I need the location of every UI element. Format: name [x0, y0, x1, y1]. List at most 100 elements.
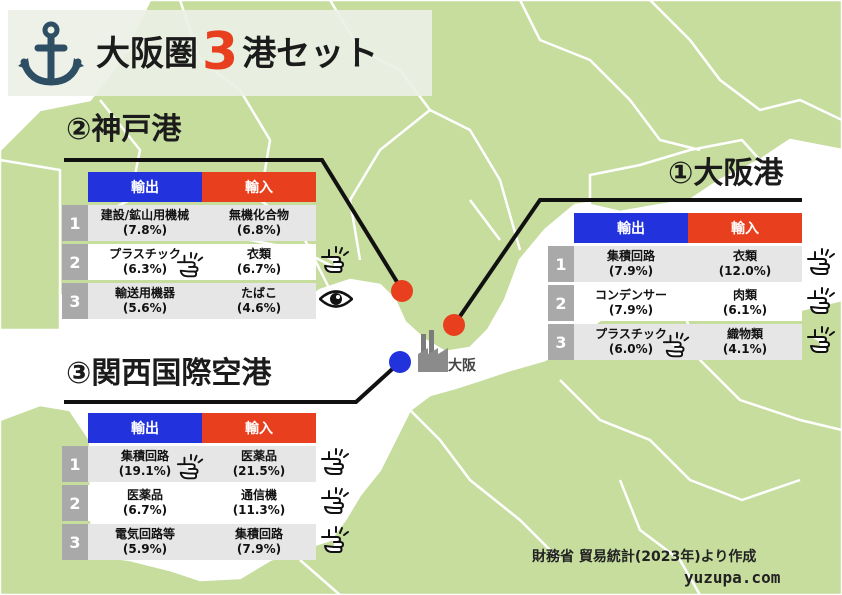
kobe-trade-table: 輸出 輸入 1 建設/鉱山用機械(7.8%) 無機化合物(6.8%) 2 プラス…	[62, 169, 356, 322]
export-cell: 集積回路(7.9%)	[574, 246, 688, 282]
rank-cell: 2	[62, 485, 88, 521]
export-share: (6.7%)	[122, 503, 168, 517]
import-share: (6.8%)	[236, 223, 282, 237]
import-cell: 集積回路(7.9%)	[202, 524, 316, 560]
export-cell: 輸送用機器(5.6%)	[88, 283, 202, 319]
pointing-hand-icon	[320, 485, 352, 517]
title-number: 3	[202, 22, 239, 82]
export-share: (7.9%)	[608, 264, 654, 278]
table-row: 2 プラスチック(6.3%) 衣類(6.7%)	[62, 244, 356, 280]
table-row: 3 プラスチック(6.0%) 織物類(4.1%)	[548, 324, 842, 360]
kansai-marker	[389, 351, 411, 373]
export-cell: プラスチック(6.0%)	[574, 324, 690, 360]
import-share: (11.3%)	[232, 503, 286, 517]
kobe-connector	[64, 158, 404, 292]
export-header: 輸出	[88, 172, 202, 202]
kobe-marker	[391, 280, 413, 302]
export-share: (7.9%)	[608, 303, 654, 317]
pointing-hand-icon	[806, 324, 838, 356]
import-share: (6.1%)	[722, 303, 768, 317]
import-item: 織物類	[726, 327, 763, 341]
import-share: (6.7%)	[236, 262, 282, 276]
rank-cell: 3	[62, 283, 88, 319]
export-cell: 建設/鉱山用機械(7.8%)	[88, 205, 202, 241]
pointing-hand-icon	[806, 246, 838, 278]
import-share: (4.6%)	[236, 301, 282, 315]
anchor-icon	[18, 21, 84, 86]
export-cell: 電気回路等(5.9%)	[88, 524, 202, 560]
export-item: プラスチック	[109, 247, 181, 261]
rank-cell: 2	[548, 285, 574, 321]
export-item: 医薬品	[126, 488, 163, 502]
export-item: 電気回路等	[114, 527, 175, 541]
import-item: 衣類	[732, 249, 757, 263]
export-header: 輸出	[88, 413, 202, 443]
source-credit: 財務省 貿易統計(2023年)より作成	[532, 549, 757, 565]
rank-cell: 3	[62, 524, 88, 560]
import-cell: 衣類(6.7%)	[202, 244, 316, 280]
import-cell: 織物類(4.1%)	[688, 324, 802, 360]
rank-cell: 1	[62, 205, 88, 241]
rank-cell: 2	[62, 244, 88, 280]
pointing-hand-icon	[806, 285, 838, 317]
factory-icon	[418, 330, 448, 372]
export-share: (7.8%)	[122, 223, 168, 237]
import-cell: 通信機(11.3%)	[202, 485, 316, 521]
osaka-port-title: ①大阪港	[668, 156, 784, 191]
export-item: コンデンサー	[594, 288, 667, 302]
table-header-row: 輸出 輸入	[62, 172, 356, 202]
pointing-hand-icon	[320, 446, 352, 478]
import-header: 輸入	[688, 213, 802, 243]
import-item: 医薬品	[240, 449, 277, 463]
title-suffix: 港セット	[242, 34, 379, 74]
pointing-hand-icon	[176, 250, 206, 280]
table-row: 1 集積回路(7.9%) 衣類(12.0%)	[548, 246, 842, 282]
import-item: 肉類	[732, 288, 757, 302]
title-banner	[8, 10, 432, 96]
table-row: 1 建設/鉱山用機械(7.8%) 無機化合物(6.8%)	[62, 205, 356, 241]
kobe-port-title: ②神戸港	[66, 112, 182, 147]
title-prefix: 大阪圏	[96, 34, 198, 74]
pointing-hand-icon	[176, 452, 206, 482]
import-item: 無機化合物	[228, 208, 289, 222]
export-cell: 集積回路(19.1%)	[88, 446, 204, 482]
export-cell: コンデンサー(7.9%)	[574, 285, 688, 321]
import-share: (4.1%)	[722, 342, 768, 356]
kansai-port-title: ③関西国際空港	[66, 356, 272, 391]
export-item: 輸送用機器	[114, 286, 175, 300]
osaka-city-label: 大阪	[448, 358, 476, 374]
table-row: 2 コンデンサー(7.9%) 肉類(6.1%)	[548, 285, 842, 321]
export-share: (5.9%)	[122, 542, 168, 556]
kansai-connector	[64, 360, 402, 404]
import-cell: たばこ(4.6%)	[202, 283, 316, 319]
table-row: 1 集積回路(19.1%) 医薬品(21.5%)	[62, 446, 356, 482]
import-item: たばこ	[240, 286, 277, 300]
import-item: 集積回路	[234, 527, 283, 541]
import-share: (12.0%)	[718, 264, 772, 278]
export-share: (19.1%)	[118, 464, 172, 478]
site-url: yuzupa.com	[684, 568, 781, 587]
rank-cell: 3	[548, 324, 574, 360]
pointing-hand-icon	[320, 524, 352, 556]
land-east-ridge	[588, 138, 762, 214]
export-cell: プラスチック(6.3%)	[88, 244, 204, 280]
import-cell: 医薬品(21.5%)	[202, 446, 316, 482]
osaka-trade-table: 輸出 輸入 1 集積回路(7.9%) 衣類(12.0%) 2 コンデンサー(7.…	[548, 210, 842, 363]
kansai-trade-table: 輸出 輸入 1 集積回路(19.1%) 医薬品(21.5%) 2 医薬品(6.7…	[62, 410, 356, 563]
import-item: 通信機	[240, 488, 277, 502]
import-cell: 肉類(6.1%)	[688, 285, 802, 321]
import-share: (7.9%)	[236, 542, 282, 556]
table-row: 3 電気回路等(5.9%) 集積回路(7.9%)	[62, 524, 356, 560]
rank-cell: 1	[548, 246, 574, 282]
table-header-row: 輸出 輸入	[548, 213, 842, 243]
import-header: 輸入	[202, 413, 316, 443]
export-item: プラスチック	[595, 327, 667, 341]
export-item: 建設/鉱山用機械	[100, 208, 190, 222]
table-header-row: 輸出 輸入	[62, 413, 356, 443]
import-cell: 衣類(12.0%)	[688, 246, 802, 282]
pointing-hand-icon	[320, 244, 352, 276]
pointing-hand-icon	[662, 330, 692, 360]
export-share: (6.3%)	[122, 262, 168, 276]
import-cell: 無機化合物(6.8%)	[202, 205, 316, 241]
osaka-marker	[443, 314, 465, 336]
